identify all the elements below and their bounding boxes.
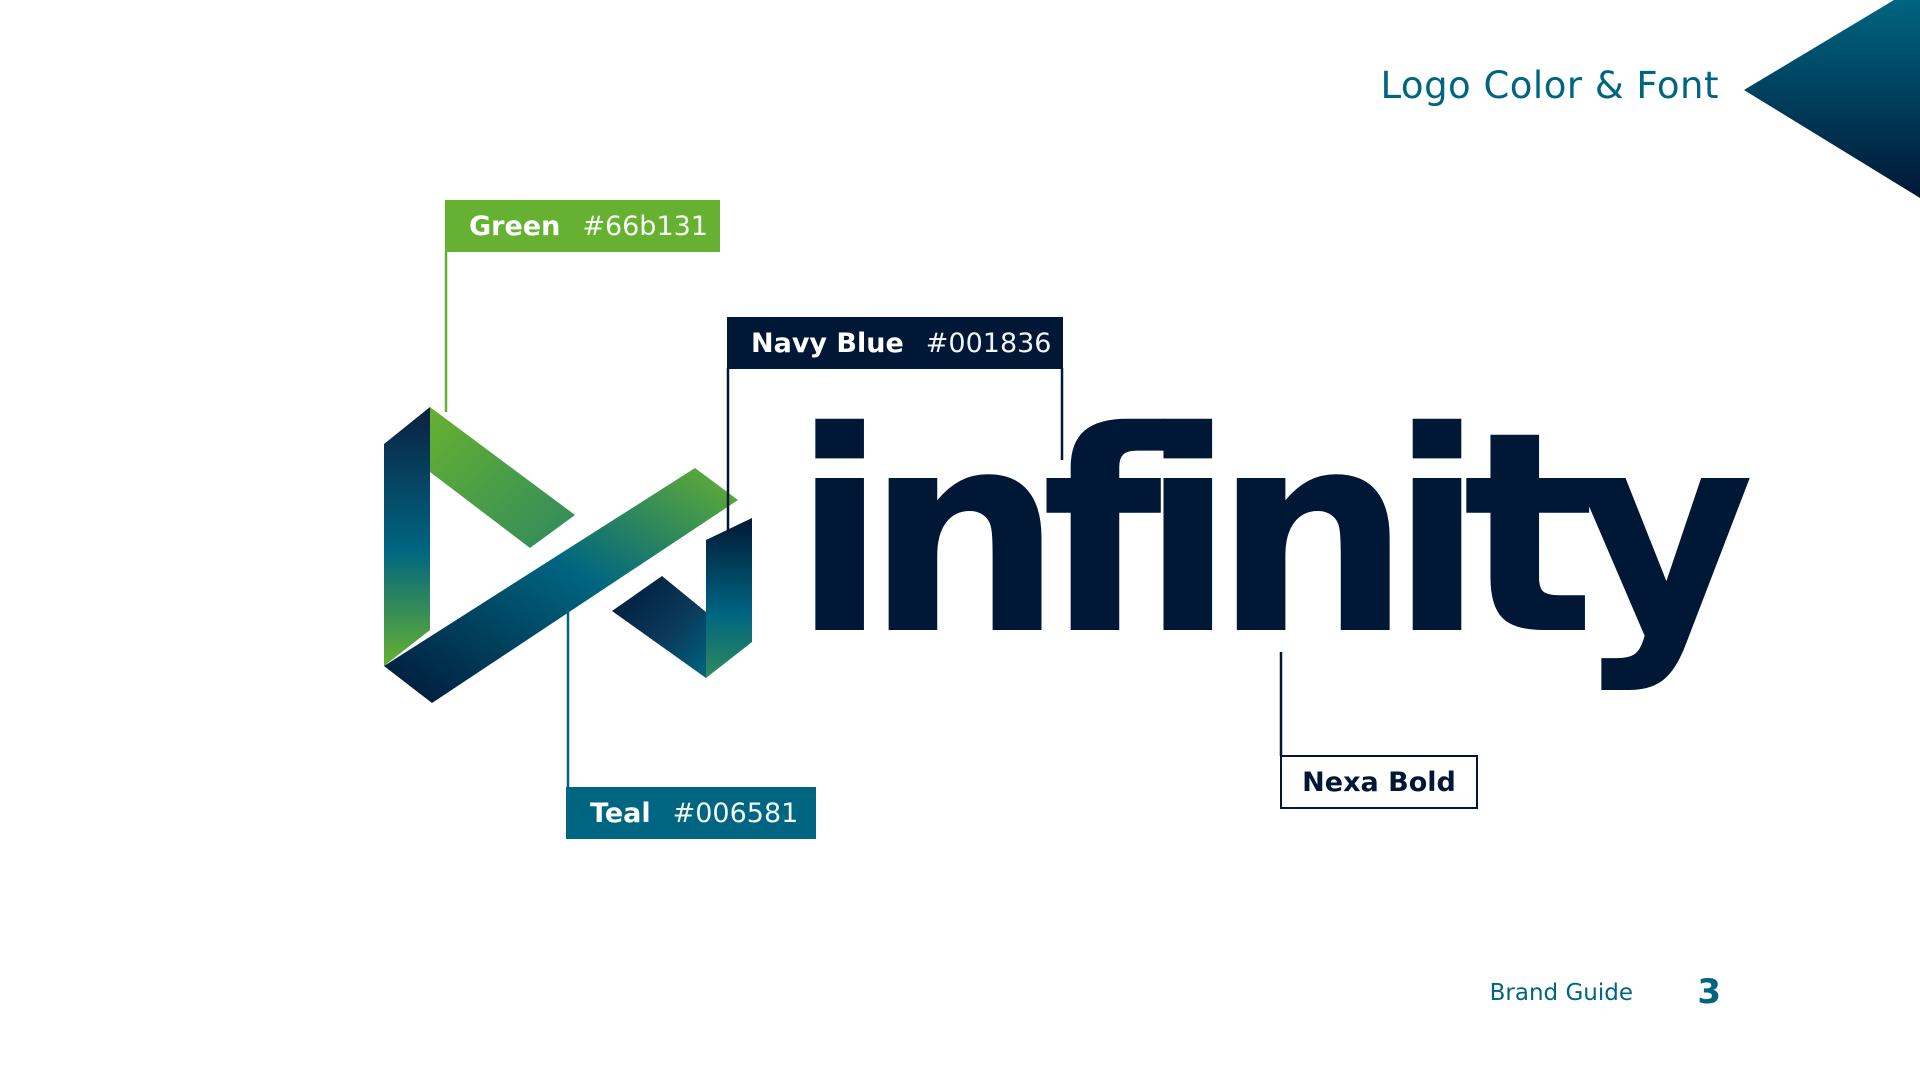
- color-hex: #66b131: [582, 210, 708, 242]
- color-label-green: Green #66b131: [445, 200, 720, 252]
- font-label: Nexa Bold: [1280, 755, 1478, 809]
- footer-label: Brand Guide: [1489, 980, 1633, 1006]
- color-label-navy: Navy Blue #001836: [727, 317, 1063, 369]
- color-name: Green: [469, 210, 561, 242]
- color-name: Navy Blue: [751, 327, 904, 359]
- color-name: Teal: [590, 797, 651, 829]
- logo-wordmark: infinity: [792, 372, 1755, 696]
- page-number: 3: [1697, 972, 1721, 1012]
- color-hex: #001836: [925, 327, 1052, 359]
- color-hex: #006581: [672, 797, 799, 829]
- page-title: Logo Color & Font: [1380, 64, 1719, 107]
- corner-triangle-decoration: [1744, 0, 1920, 198]
- color-label-teal: Teal #006581: [566, 787, 816, 839]
